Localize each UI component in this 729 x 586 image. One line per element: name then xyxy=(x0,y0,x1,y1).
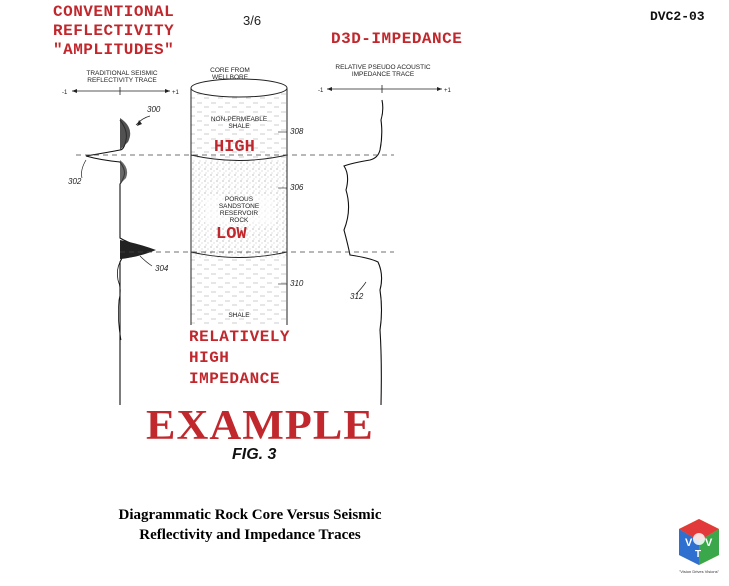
impedance-trace-label-line1: RELATIVE PSEUDO ACOUSTIC xyxy=(335,64,431,71)
ref-310: 310 xyxy=(290,279,304,288)
positive-lobe-middle xyxy=(120,160,128,184)
impedance-scale-max: +1 xyxy=(444,88,452,94)
seismic-scale-min: -1 xyxy=(62,90,68,96)
impedance-trace-label-line2: IMPEDANCE TRACE xyxy=(351,71,415,78)
core-top-label: NON-PERMEABLE SHALE xyxy=(205,116,273,130)
logo-letter-v2: V xyxy=(705,537,713,549)
relatively-high-line1: RELATIVELY xyxy=(189,328,291,346)
impedance-trace xyxy=(343,99,384,406)
ref-300: 300 xyxy=(147,105,161,114)
figure-label: FIG. 3 xyxy=(232,446,277,463)
low-impedance-label: LOW xyxy=(216,225,247,244)
ref-308: 308 xyxy=(290,127,304,136)
core-middle-label-line3: RESERVOIR xyxy=(219,210,259,217)
core-shale-lower xyxy=(191,258,287,325)
relatively-high-line3: IMPEDANCE xyxy=(189,370,280,388)
core-middle-label-line4: ROCK xyxy=(229,217,249,224)
core-cylinder xyxy=(190,78,288,325)
core-shale-upper xyxy=(191,88,287,160)
relatively-high-line2: HIGH xyxy=(189,349,230,367)
logo-letter-t: T xyxy=(695,549,702,560)
positive-lobe-upper xyxy=(120,118,131,150)
vvt-logo-mark xyxy=(679,519,719,565)
doc-id: DVC2-03 xyxy=(650,9,705,24)
core-top-label-line1: NON-PERMEABLE xyxy=(210,116,268,123)
seismic-trace-label-line1: TRADITIONAL SEISMIC xyxy=(86,70,158,77)
page-number: 3/6 xyxy=(243,13,262,28)
ref-312: 312 xyxy=(350,292,364,301)
logo-letter-v1: V xyxy=(685,537,693,549)
core-middle-label-line1: POROUS xyxy=(224,196,254,203)
seismic-reflectivity-trace xyxy=(85,118,156,405)
example-label: EXAMPLE xyxy=(146,403,374,449)
ref-302: 302 xyxy=(68,177,82,186)
figure-caption: Diagrammatic Rock Core Versus Seismic Re… xyxy=(60,505,440,545)
core-label: CORE FROM WELLBORE xyxy=(200,67,260,81)
high-impedance-label: HIGH xyxy=(214,138,255,157)
caption-line2: Reflectivity and Impedance Traces xyxy=(139,527,361,543)
core-label-line1: CORE FROM xyxy=(210,67,250,74)
seismic-trace-label: TRADITIONAL SEISMIC REFLECTIVITY TRACE xyxy=(82,70,162,84)
left-title-line3: "AMPLITUDES" xyxy=(53,41,175,59)
impedance-trace-label: RELATIVE PSEUDO ACOUSTIC IMPEDANCE TRACE xyxy=(333,64,433,78)
caption-line1: Diagrammatic Rock Core Versus Seismic xyxy=(118,507,382,523)
core-middle-label: POROUS SANDSTONE RESERVOIR ROCK xyxy=(205,196,273,224)
ref-304: 304 xyxy=(155,264,169,273)
ref-306: 306 xyxy=(290,183,304,192)
logo-tagline: "Vision Drives Visions" xyxy=(678,569,720,574)
seismic-scale-axis: -1 +1 xyxy=(62,87,180,96)
vvt-logo: V V T "Vision Drives Visions" xyxy=(675,515,723,581)
left-title-line1: CONVENTIONAL xyxy=(53,3,175,21)
right-title: D3D-IMPEDANCE xyxy=(331,30,463,48)
left-title-line2: REFLECTIVITY xyxy=(53,22,175,40)
core-middle-label-line2: SANDSTONE xyxy=(218,203,260,210)
core-top-label-line2: SHALE xyxy=(228,123,250,130)
left-title: CONVENTIONAL REFLECTIVITY "AMPLITUDES" xyxy=(53,3,174,60)
seismic-scale-max: +1 xyxy=(172,90,180,96)
negative-lobe-lower xyxy=(120,240,156,259)
core-label-line2: WELLBORE xyxy=(211,74,249,81)
seismic-trace-label-line2: REFLECTIVITY TRACE xyxy=(87,77,157,84)
impedance-scale-axis: -1 +1 xyxy=(318,85,452,94)
impedance-scale-min: -1 xyxy=(318,88,324,94)
core-bottom-label: SHALE xyxy=(228,312,250,319)
relatively-high-impedance-label: RELATIVELY HIGH IMPEDANCE xyxy=(189,327,290,390)
